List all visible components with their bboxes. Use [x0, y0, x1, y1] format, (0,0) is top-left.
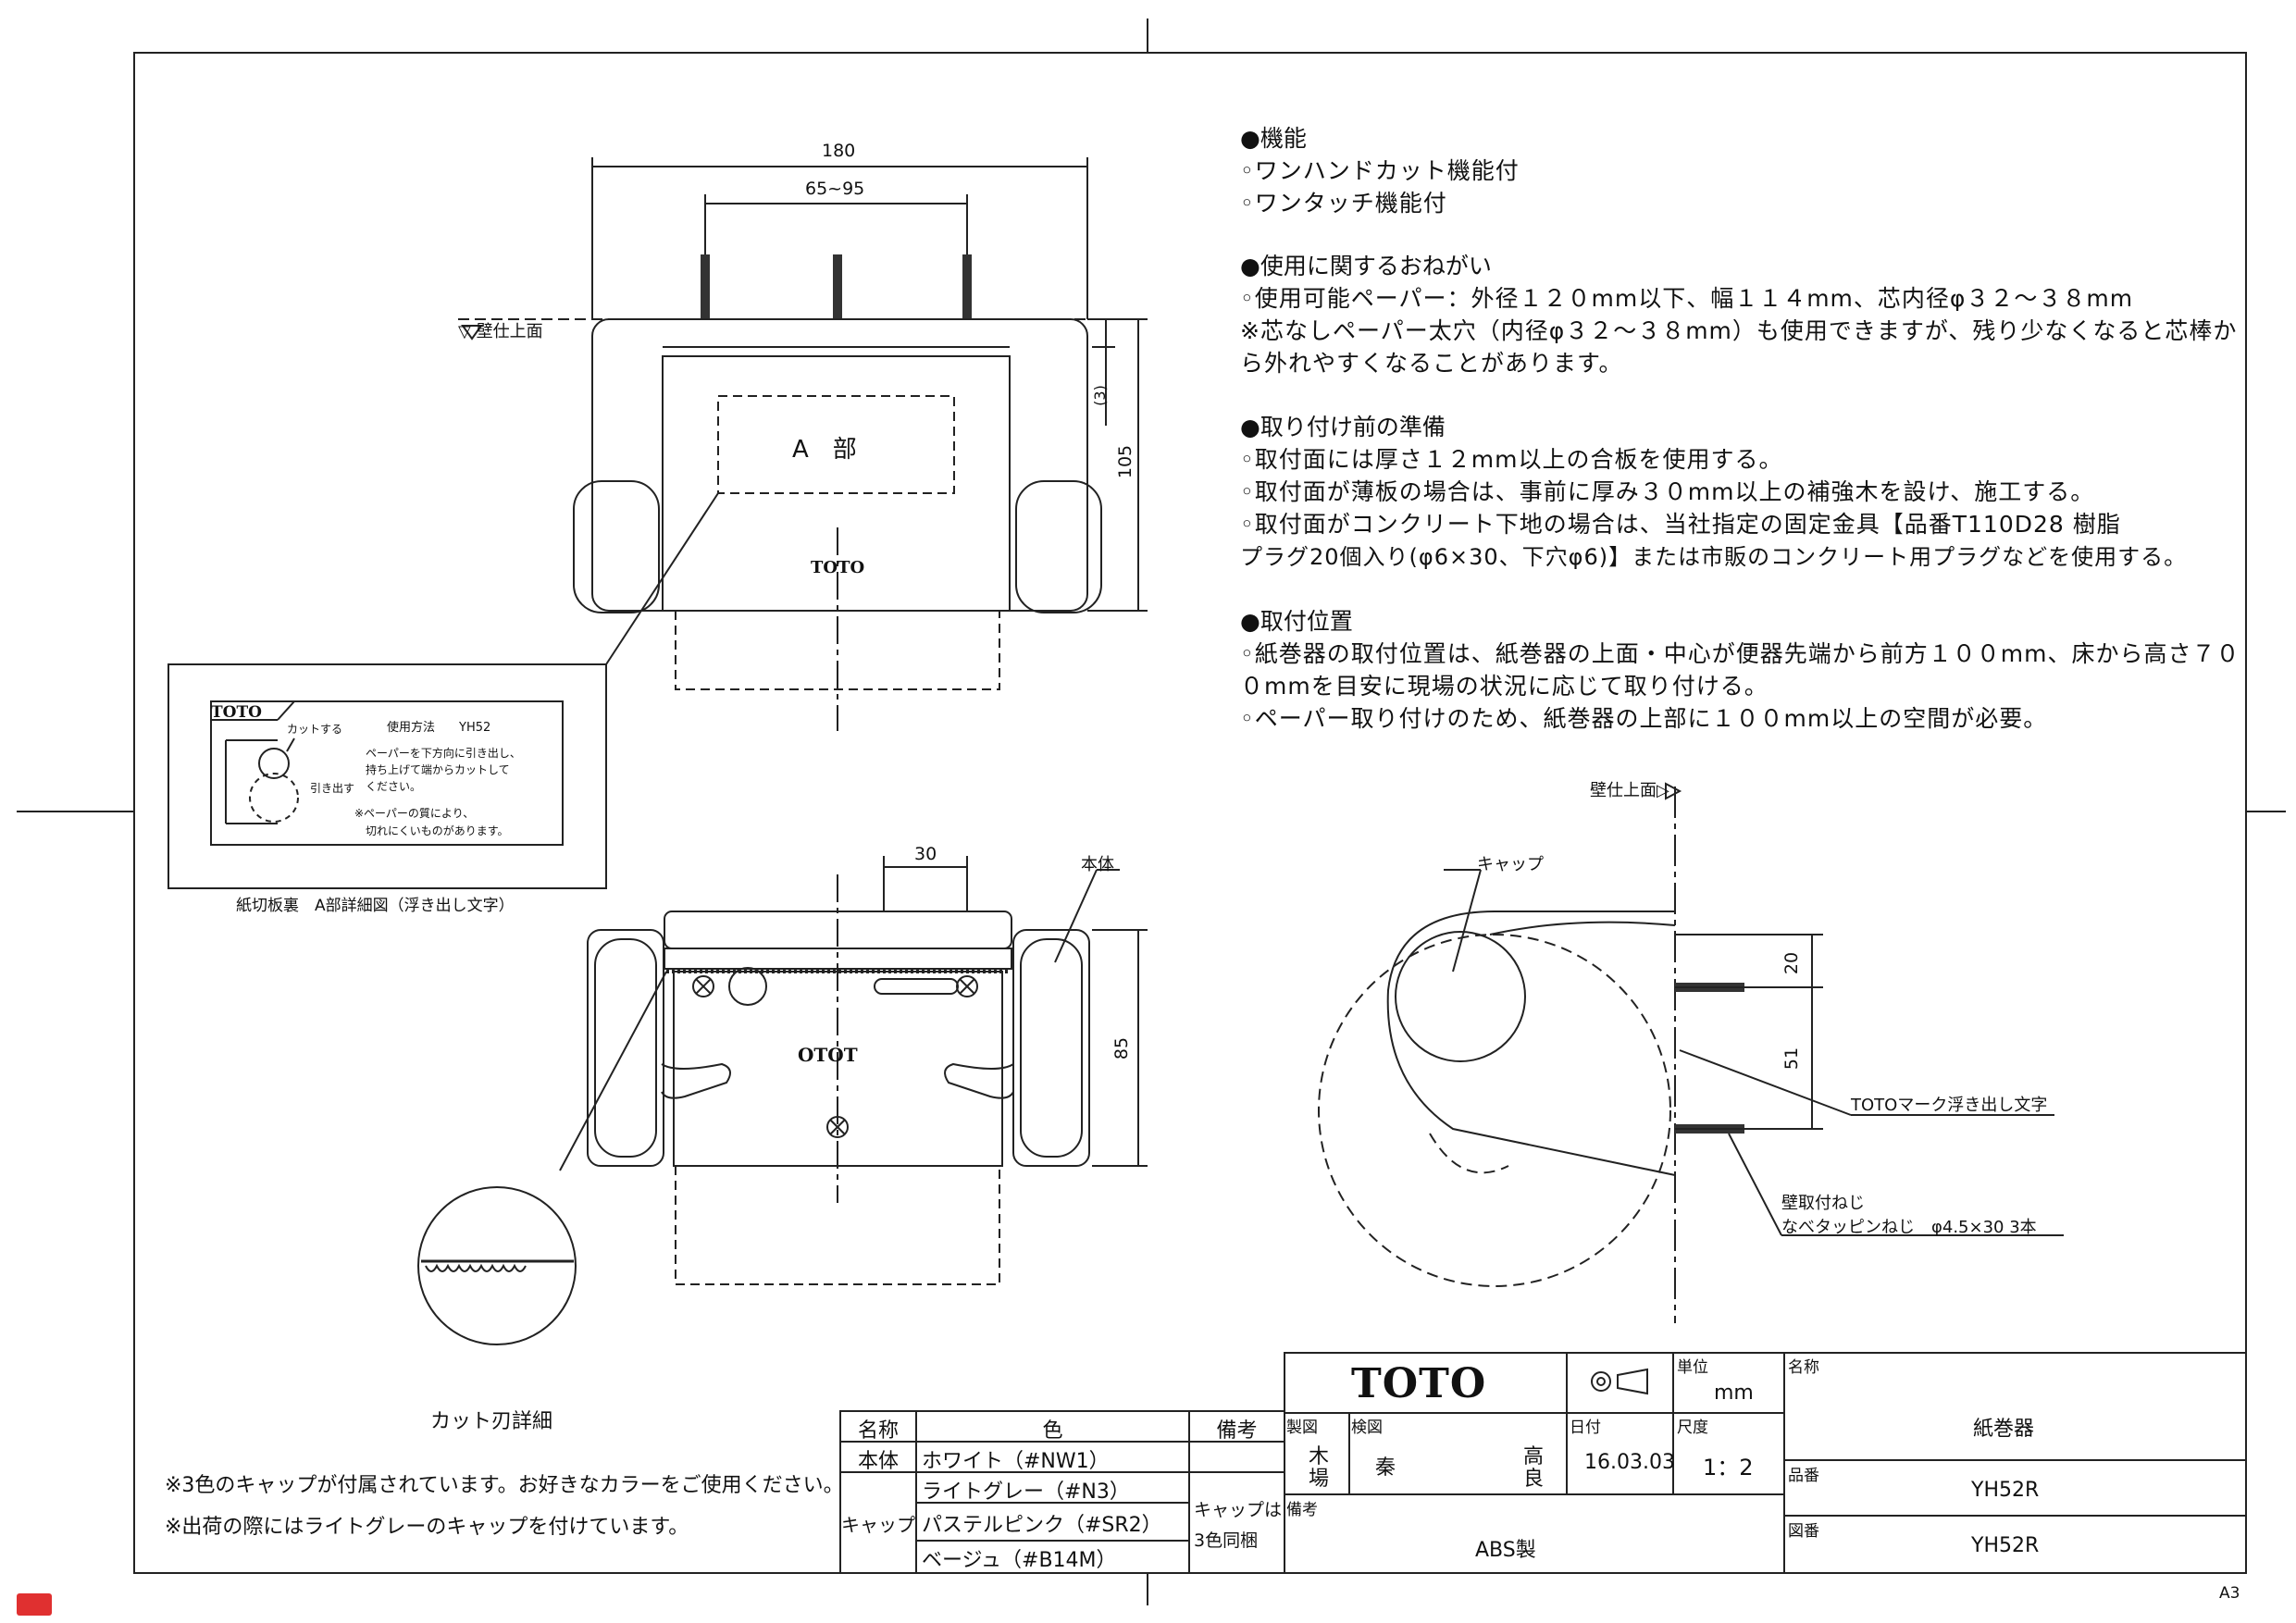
wall-top-label: ▽ 壁仕上面: [458, 322, 543, 341]
drawing-label: 図番: [1788, 1522, 1819, 1541]
detail-usage-title: 使用方法 YH52: [387, 721, 491, 735]
cap-remark-1: キャップは: [1194, 1500, 1283, 1520]
note-2: ※出荷の際にはライトグレーのキャップを付けています。: [165, 1516, 689, 1539]
bottom-view: [559, 856, 1148, 1285]
checked-value-1: 秦: [1375, 1456, 1396, 1480]
usage-heading: ●使用に関するおねがい: [1240, 253, 1492, 279]
red-corner-mark: [17, 1593, 52, 1616]
checked-value-3: 良: [1523, 1468, 1545, 1491]
detail-note-1: ※ペーパーの質により、: [354, 807, 475, 820]
dim-gap: (3): [1090, 385, 1109, 406]
detail-text-2: 持ち上げて端からカットして: [366, 763, 510, 776]
part-value: YH52R: [1971, 1479, 2040, 1502]
drawing-value: YH52R: [1971, 1534, 2040, 1557]
unit-label: 単位: [1677, 1358, 1708, 1377]
dim-pitch: 65~95: [805, 179, 865, 199]
drawn-label: 製図: [1286, 1419, 1318, 1437]
row-cap-name: キャップ: [841, 1514, 915, 1536]
detail-text-1: ペーパーを下方向に引き出し、: [366, 747, 521, 760]
usage-line-2: ※芯なしペーパー太穴（内径φ３２～３８mm）も使用できますが、残り少なくなると芯…: [1240, 317, 2238, 344]
date-label: 日付: [1570, 1419, 1601, 1437]
remark-value: ABS製: [1475, 1539, 1536, 1562]
features-line-2: ◦ワンタッチ機能付: [1240, 190, 1447, 217]
remark-label: 備考: [1286, 1501, 1318, 1519]
part-label: 品番: [1788, 1467, 1819, 1485]
detail-note-2: 切れにくいものがあります。: [366, 824, 509, 837]
preparation-line-4: プラグ20個入り(φ6×30、下穴φ6)】または市販のコンクリート用プラグなどを…: [1240, 544, 2188, 570]
header-remark: 備考: [1216, 1419, 1258, 1443]
dim-30: 30: [914, 844, 937, 864]
mirrored-logo: OTOT: [798, 1044, 858, 1066]
side-view: [1318, 782, 2064, 1323]
detail-a-caption: 紙切板裏 A部詳細図（浮き出し文字）: [236, 897, 515, 915]
preparation-heading: ●取り付け前の準備: [1240, 414, 1446, 440]
detail-cut-label: カットする: [287, 723, 343, 736]
checked-label: 検図: [1351, 1419, 1383, 1437]
checked-value-2: 高: [1523, 1445, 1545, 1468]
usage-line-1: ◦使用可能ペーパー：外径１２０mm以下、幅１１４mm、芯内径φ３２～３８mm: [1240, 285, 2134, 312]
drawn-value-2: 場: [1309, 1468, 1330, 1491]
position-line-1: ◦紙巻器の取付位置は、紙巻器の上面・中心が便器先端から前方１００mm、床から高さ…: [1240, 640, 2240, 667]
date-value: 16.03.03: [1584, 1451, 1675, 1474]
detail-text-3: ください。: [366, 780, 422, 793]
header-name: 名称: [857, 1419, 899, 1443]
title-block-lines: [1284, 1352, 2247, 1574]
note-1: ※3色のキャップが付属されています。お好きなカラーをご使用ください。: [165, 1474, 844, 1497]
front-screws: [701, 254, 972, 319]
row-body-name: 本体: [857, 1450, 899, 1473]
side-wall-top-label: 壁仕上面▷: [1590, 781, 1669, 800]
screw-spec: なべタッピンねじ φ4.5×30 3本: [1781, 1218, 2037, 1237]
part-a-label: A 部: [792, 436, 857, 464]
detail-pull-label: 引き出す: [310, 782, 355, 795]
detail-logo: TOTO: [211, 703, 262, 722]
cap-color-3: ベージュ（#B14M）: [922, 1549, 1117, 1572]
preparation-line-1: ◦取付面には厚さ１２mm以上の合板を使用する。: [1240, 446, 1783, 473]
drawn-value-1: 木: [1309, 1445, 1330, 1468]
position-line-3: ◦ペーパー取り付けのため、紙巻器の上部に１００mm以上の空間が必要。: [1240, 705, 2048, 732]
name-label: 名称: [1788, 1358, 1819, 1377]
position-line-2: ０mmを目安に現場の状況に応じて取り付ける。: [1240, 673, 1769, 700]
body-label: 本体: [1081, 855, 1114, 874]
title-logo: TOTO: [1351, 1360, 1487, 1407]
cap-remark-2: 3色同梱: [1194, 1530, 1259, 1551]
position-heading: ●取付位置: [1240, 608, 1353, 635]
toto-mark-label: TOTOマーク浮き出し文字: [1851, 1096, 2048, 1115]
front-logo: TOTO: [811, 558, 865, 577]
dim-85: 85: [1111, 1036, 1133, 1060]
color-table-lines: [839, 1410, 1285, 1574]
usage-line-3: ら外れやすくなることがあります。: [1240, 350, 1623, 377]
name-value: 紙巻器: [1973, 1418, 2035, 1441]
dim-20: 20: [1781, 951, 1803, 975]
preparation-line-3: ◦取付面がコンクリート下地の場合は、当社指定の固定金具【品番T110D28 樹脂: [1240, 511, 2121, 538]
cap-color-2: パステルピンク（#SR2）: [922, 1514, 1162, 1537]
cap-color-1: ライトグレー（#N3）: [922, 1481, 1130, 1504]
row-body-color: ホワイト（#NW1）: [922, 1450, 1110, 1473]
unit-value: mm: [1714, 1381, 1754, 1405]
preparation-line-2: ◦取付面が薄板の場合は、事前に厚み３０mm以上の補強木を設け、施工する。: [1240, 478, 2095, 505]
header-color: 色: [1042, 1419, 1063, 1443]
cap-label: キャップ: [1477, 855, 1544, 874]
dim-height: 105: [1115, 444, 1136, 479]
features-heading: ●機能: [1240, 125, 1307, 152]
front-view: [458, 157, 1148, 731]
screw-title: 壁取付ねじ: [1781, 1194, 1865, 1213]
scale-label: 尺度: [1677, 1419, 1708, 1437]
features-line-1: ◦ワンハンドカット機能付: [1240, 157, 1520, 184]
dim-width: 180: [822, 141, 856, 161]
scale-value: 1：2: [1703, 1455, 1754, 1481]
sheet-size: A3: [2219, 1584, 2240, 1603]
dim-51: 51: [1781, 1047, 1803, 1071]
detail-a-panel: [168, 663, 607, 889]
cutter-detail: [417, 1186, 577, 1345]
cutter-caption: カット刃詳細: [430, 1410, 553, 1433]
